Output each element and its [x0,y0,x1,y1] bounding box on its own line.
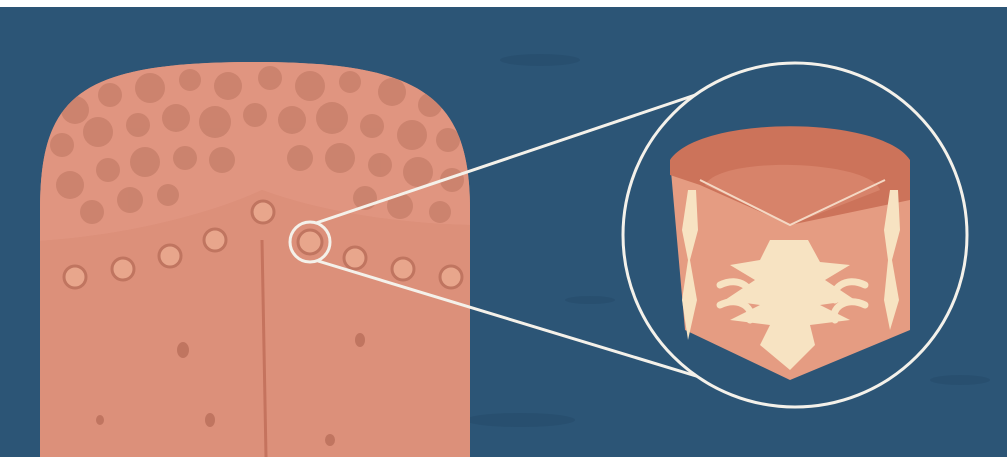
top-border [0,0,1007,7]
magnified-papilla [623,63,967,407]
highlighted-papilla [298,230,322,254]
tongue [20,40,490,457]
